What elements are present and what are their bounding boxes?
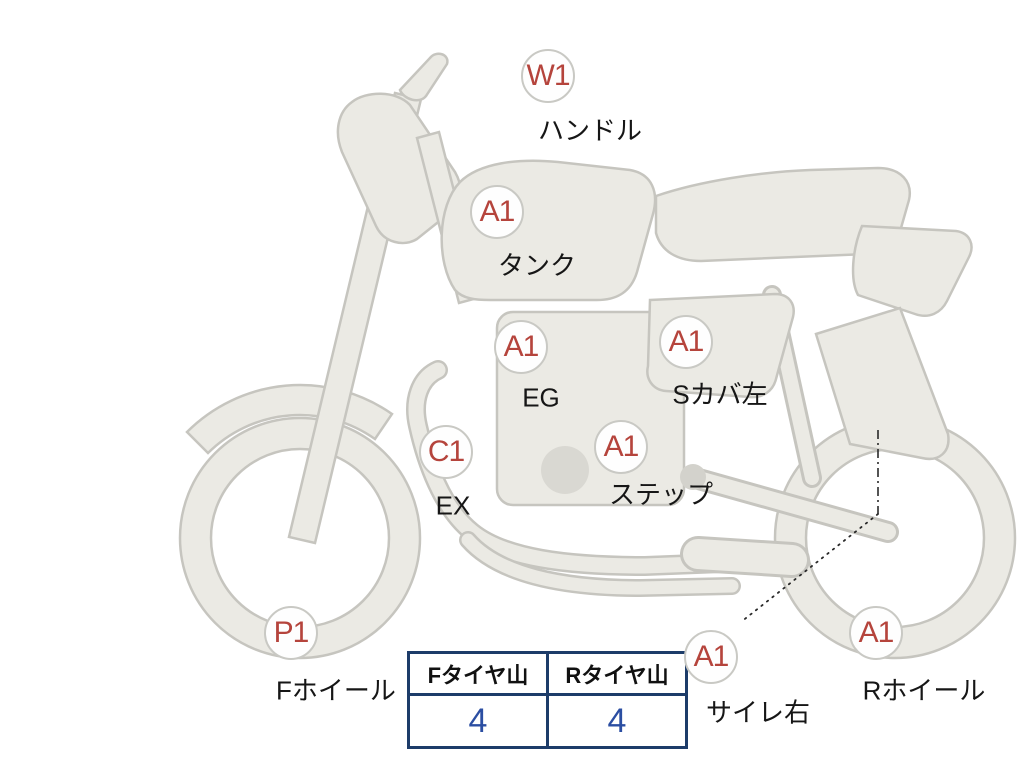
damage-badge-tank[interactable]: A1 [470,185,524,239]
front-tire-tread-value: 4 [407,693,549,749]
mirror-graphic [398,52,449,102]
damage-badge-front-wheel[interactable]: P1 [264,606,318,660]
damage-badge-engine[interactable]: A1 [494,320,548,374]
exhaust-graphic [406,360,810,598]
tail-cowl-graphic [851,224,973,318]
damage-badge-silencer-right[interactable]: A1 [684,630,738,684]
damage-badge-handlebar[interactable]: W1 [521,49,575,103]
damage-badge-rear-wheel[interactable]: A1 [849,606,903,660]
damage-label-step: ステップ [608,479,714,510]
damage-label-silencer-right: サイレ右 [705,697,811,728]
leader-line-silencer [740,430,879,623]
front-tire-tread-header: Fタイヤ山 [407,651,549,696]
damage-label-side-cover-left: Sカバ左 [672,379,768,410]
damage-label-rear-wheel: Rホイール [862,675,986,706]
damage-label-handlebar: ハンドル [537,115,643,146]
damage-badge-exhaust[interactable]: C1 [419,425,473,479]
rear-fender-graphic [814,306,950,461]
rear-tire-tread-value: 4 [546,693,688,749]
seat-graphic [654,166,912,263]
damage-label-tank: タンク [497,250,577,281]
damage-label-engine: EG [522,382,560,413]
tire-tread-table: Fタイヤ山 Rタイヤ山 4 4 [407,651,688,749]
damage-badge-side-cover-left[interactable]: A1 [659,315,713,369]
rear-tire-tread-header: Rタイヤ山 [546,651,688,696]
damage-label-front-wheel: Fホイール [276,675,396,706]
damage-label-exhaust: EX [435,490,471,521]
damage-badge-step[interactable]: A1 [594,420,648,474]
